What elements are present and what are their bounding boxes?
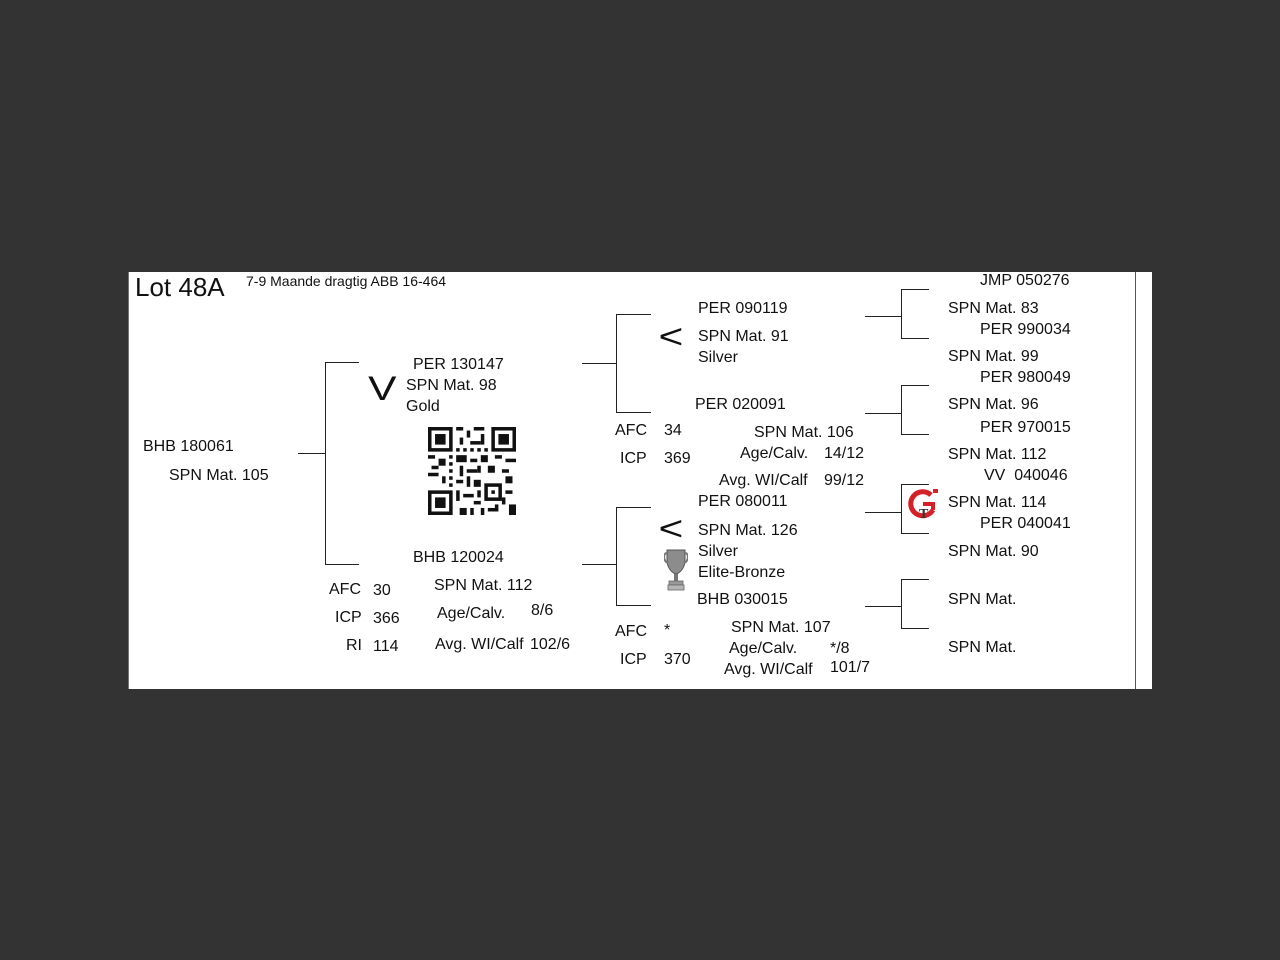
connector [325, 362, 359, 363]
dam-icp-label: ICP [335, 609, 362, 626]
sd-agecalv-label: Age/Calv. [740, 445, 809, 462]
dd-agecalv-value: */8 [830, 640, 850, 657]
dd-icp-value: 370 [664, 651, 691, 668]
dd-avgwi-value: 101/7 [830, 659, 871, 676]
connector [616, 412, 651, 413]
dam-spn: SPN Mat. 112 [434, 577, 533, 594]
gen3-spn: SPN Mat. [948, 591, 1017, 608]
ss-id: PER 090119 [698, 300, 788, 317]
dam-ri-label: RI [346, 637, 362, 654]
sire-spn: SPN Mat. 98 [406, 377, 497, 394]
gen3-spn: SPN Mat. 99 [948, 348, 1039, 365]
lot-title: Lot 48A [135, 272, 225, 302]
lot-subtitle: 7-9 Maande dragtig ABB 16-464 [246, 273, 447, 289]
sd-icp-value: 369 [664, 450, 691, 467]
ds-mark-icon: < [658, 510, 684, 548]
sd-afc-value: 34 [664, 422, 682, 439]
card-border-left [128, 272, 129, 689]
connector [901, 338, 929, 339]
sd-agecalv-value: 14/12 [824, 445, 865, 462]
connector [901, 289, 902, 338]
animal-id: BHB 180061 [143, 438, 234, 455]
gen3-spn: SPN Mat. 112 [948, 446, 1047, 463]
sire-id: PER 130147 [413, 356, 504, 373]
ss-spn: SPN Mat. 91 [698, 328, 789, 345]
card-border-right [1135, 272, 1136, 689]
dam-afc-value: 30 [373, 582, 391, 599]
ds-award2: Elite-Bronze [698, 564, 786, 581]
connector [901, 579, 902, 628]
gen3-spn: SPN Mat. 96 [948, 396, 1039, 413]
gen3-id: VV 040046 [984, 467, 1068, 484]
dd-spn: SPN Mat. 107 [731, 619, 831, 636]
gen3-id: PER 980049 [980, 369, 1071, 386]
sd-spn: SPN Mat. 106 [754, 424, 854, 441]
connector [325, 564, 359, 565]
connector [901, 385, 902, 434]
connector [616, 314, 617, 412]
dam-afc-label: AFC [329, 581, 361, 598]
gt-logo-icon: T [908, 489, 938, 522]
connector [298, 453, 325, 454]
dam-ri-value: 114 [373, 638, 399, 655]
svg-text:T: T [919, 507, 929, 522]
connector [901, 289, 929, 290]
dd-afc-value: * [664, 622, 671, 639]
ds-id: PER 080011 [698, 493, 788, 510]
sd-avgwi-label: Avg. WI/Calf [719, 472, 808, 489]
connector [616, 507, 617, 605]
sire-mark-icon: V [368, 370, 397, 408]
connector [901, 533, 929, 534]
dam-icp-value: 366 [373, 610, 400, 627]
gen3-id: PER 970015 [980, 419, 1071, 436]
connector [865, 316, 901, 317]
trophy-icon [664, 549, 688, 591]
dd-avgwi-label: Avg. WI/Calf [724, 661, 813, 678]
pedigree-card: Lot 48A 7-9 Maande dragtig ABB 16-464 BH… [128, 272, 1152, 689]
qr-code-icon [428, 427, 516, 515]
gen3-id: PER 990034 [980, 321, 1071, 338]
connector [865, 413, 901, 414]
ss-award: Silver [698, 349, 739, 366]
dd-afc-label: AFC [615, 623, 647, 640]
dam-agecalv-value: 8/6 [531, 602, 554, 619]
connector [901, 484, 929, 485]
sd-avgwi-value: 99/12 [824, 472, 865, 489]
sire-award: Gold [406, 398, 440, 415]
dd-id: BHB 030015 [697, 591, 788, 608]
connector [616, 605, 651, 606]
dam-avgwi-label: Avg. WI/Calf [435, 636, 524, 653]
ds-spn: SPN Mat. 126 [698, 522, 798, 539]
connector [865, 606, 901, 607]
connector [865, 512, 901, 513]
connector [901, 385, 929, 386]
dam-agecalv-label: Age/Calv. [437, 605, 506, 622]
gen3-spn: SPN Mat. 90 [948, 543, 1039, 560]
gen3-spn: SPN Mat. 83 [948, 300, 1039, 317]
connector [901, 434, 929, 435]
gen3-spn: SPN Mat. [948, 639, 1017, 656]
gen3-id: PER 040041 [980, 515, 1071, 532]
connector [582, 363, 616, 364]
connector [616, 314, 651, 315]
ss-mark-icon: < [658, 318, 684, 356]
sd-icp-label: ICP [620, 450, 647, 467]
sd-afc-label: AFC [615, 422, 647, 439]
connector [582, 564, 616, 565]
animal-spn: SPN Mat. 105 [169, 467, 269, 484]
gen3-id: JMP 050276 [980, 272, 1070, 289]
dd-agecalv-label: Age/Calv. [729, 640, 798, 657]
dam-avgwi-value: 102/6 [530, 636, 571, 653]
dd-icp-label: ICP [620, 651, 647, 668]
ds-award: Silver [698, 543, 739, 560]
connector [901, 628, 929, 629]
connector [901, 484, 902, 533]
dam-id: BHB 120024 [413, 549, 504, 566]
connector [325, 362, 326, 565]
connector [901, 579, 929, 580]
sd-id: PER 020091 [695, 396, 786, 413]
gen3-spn: SPN Mat. 114 [948, 494, 1047, 511]
connector [616, 507, 651, 508]
